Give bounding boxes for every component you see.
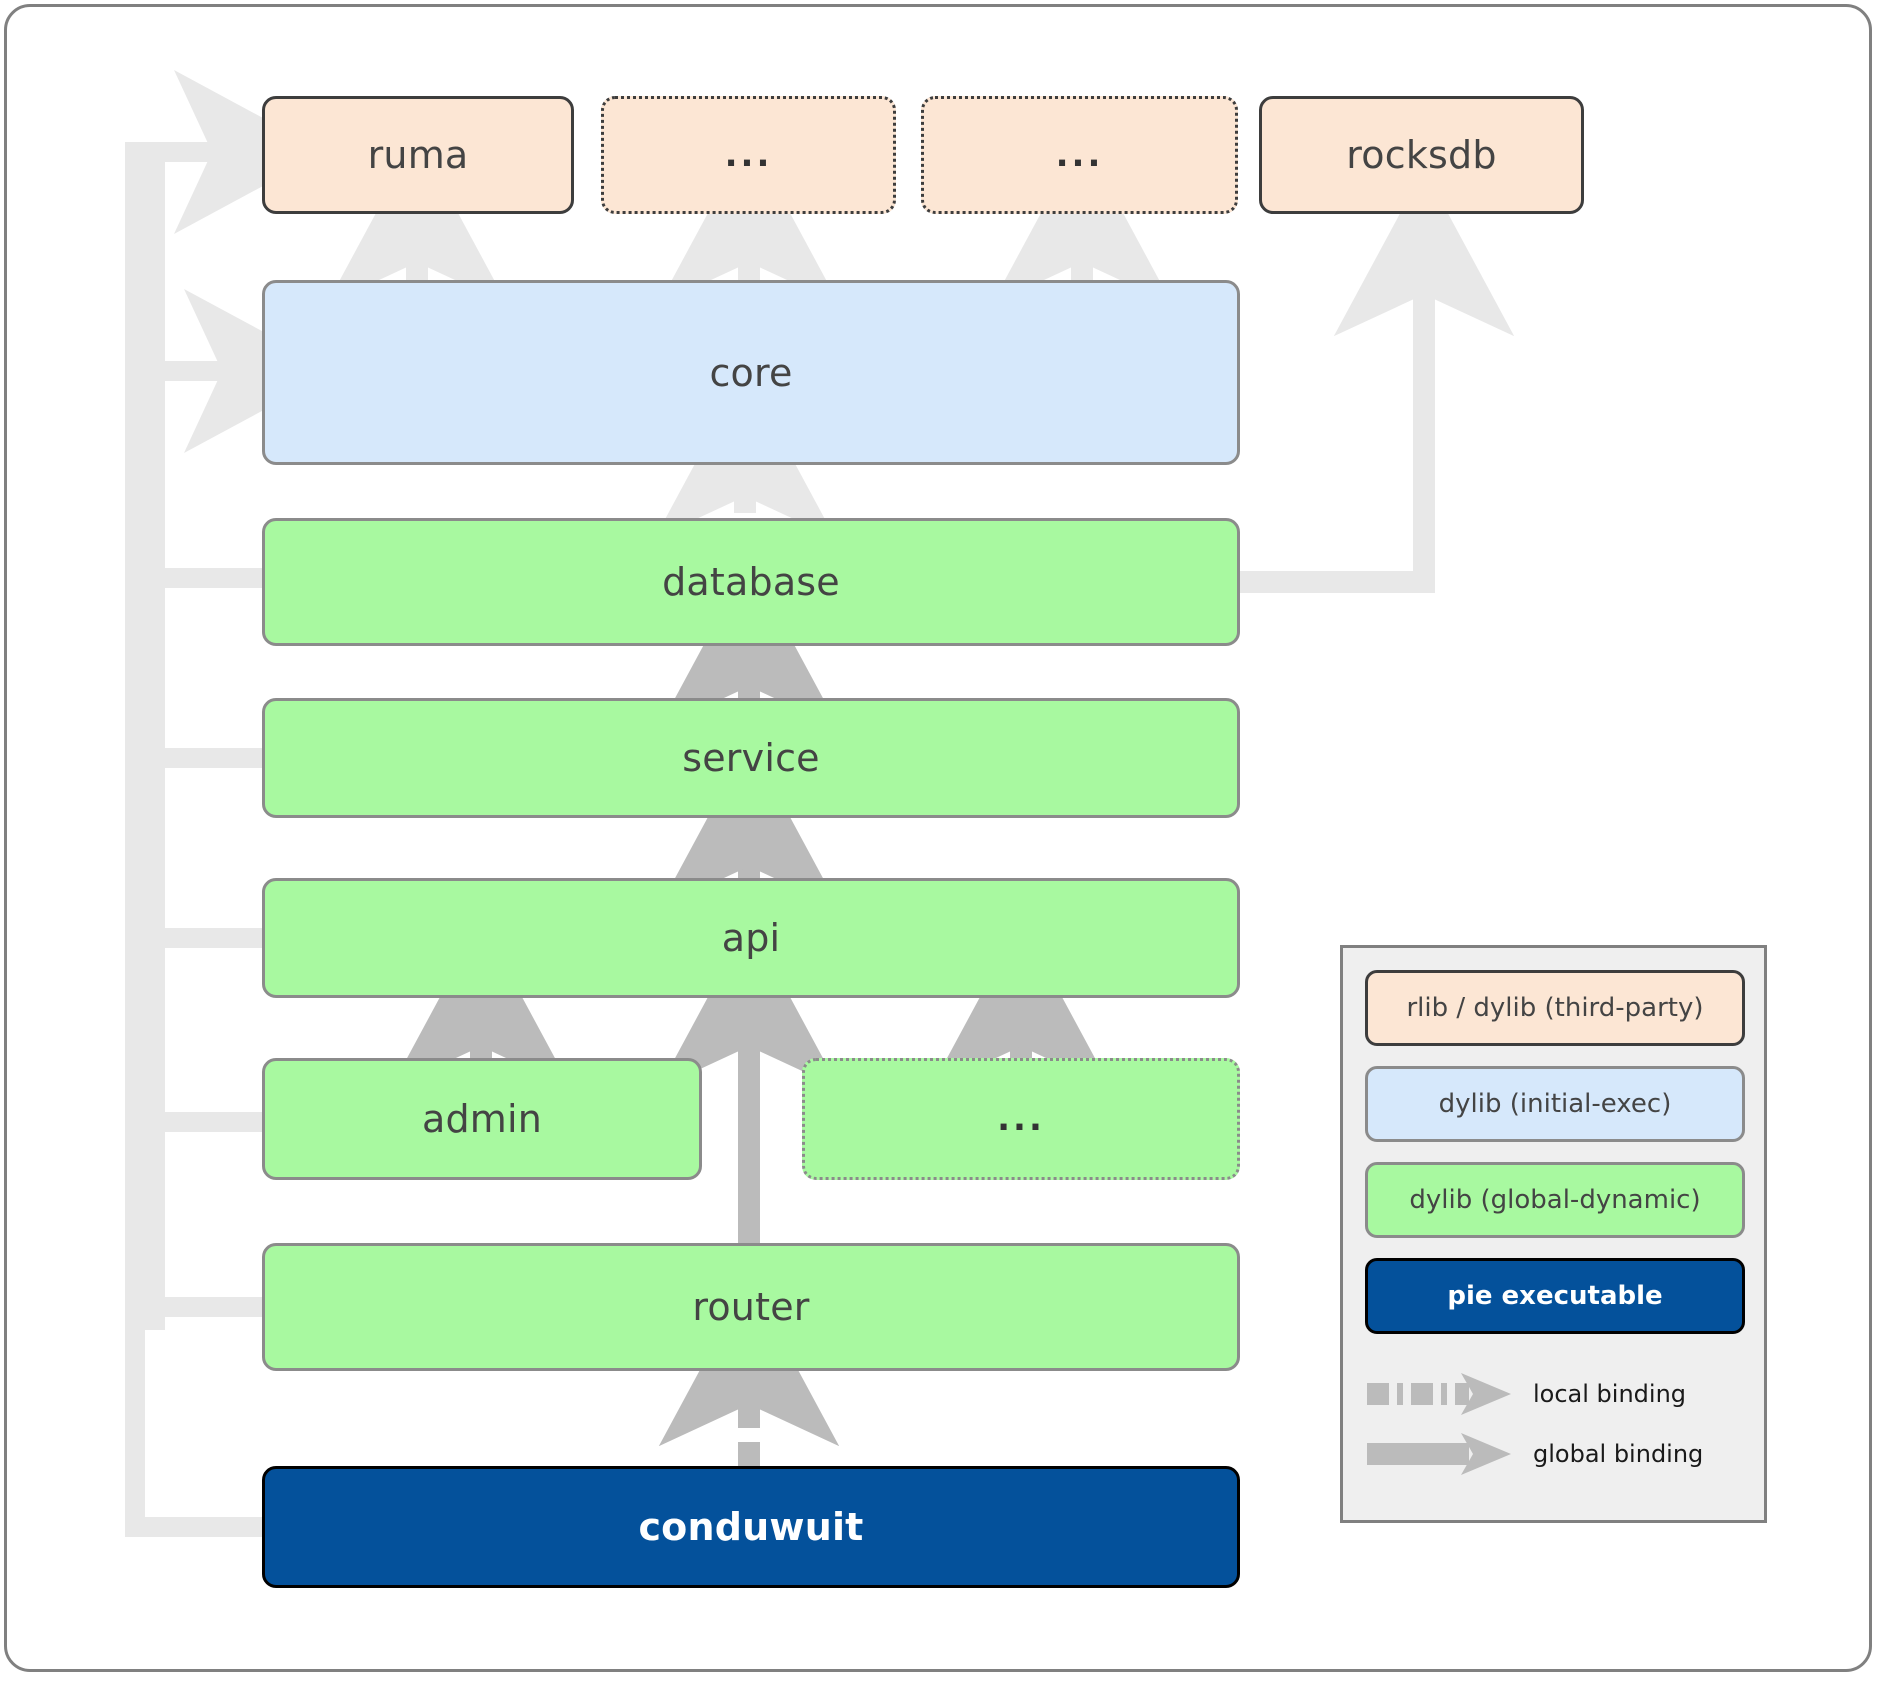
solid-arrow-icon <box>1367 1433 1511 1475</box>
dashed-arrow-icon <box>1367 1373 1511 1415</box>
node-label: api <box>721 916 781 960</box>
node-conduwuit[interactable]: conduwuit <box>262 1466 1240 1588</box>
legend-label: dylib (global-dynamic) <box>1409 1185 1701 1215</box>
node-more-3[interactable]: ... <box>802 1058 1240 1180</box>
node-label: core <box>709 350 793 395</box>
node-label: conduwuit <box>638 1505 864 1549</box>
node-more-2[interactable]: ... <box>921 96 1238 214</box>
node-label: ruma <box>367 133 469 177</box>
node-label: admin <box>421 1097 543 1141</box>
node-label: database <box>662 560 840 604</box>
legend-item-global-dynamic: dylib (global-dynamic) <box>1365 1162 1745 1238</box>
legend-item-pie-executable: pie executable <box>1365 1258 1745 1334</box>
legend-item-initial-exec: dylib (initial-exec) <box>1365 1066 1745 1142</box>
node-core[interactable]: core <box>262 280 1240 465</box>
legend-binding-label: local binding <box>1533 1380 1687 1408</box>
node-label: ... <box>724 135 773 175</box>
legend-label: dylib (initial-exec) <box>1438 1089 1672 1119</box>
node-rocksdb[interactable]: rocksdb <box>1259 96 1584 214</box>
legend-binding-global: global binding <box>1365 1426 1750 1482</box>
node-label: service <box>682 736 820 780</box>
node-label: rocksdb <box>1346 133 1497 177</box>
node-api[interactable]: api <box>262 878 1240 998</box>
legend-panel: rlib / dylib (third-party) dylib (initia… <box>1340 945 1767 1523</box>
legend-item-third-party: rlib / dylib (third-party) <box>1365 970 1745 1046</box>
node-label: router <box>692 1285 810 1329</box>
legend-label: rlib / dylib (third-party) <box>1406 993 1704 1023</box>
node-admin[interactable]: admin <box>262 1058 702 1180</box>
node-label: ... <box>997 1099 1045 1139</box>
node-service[interactable]: service <box>262 698 1240 818</box>
legend-label: pie executable <box>1447 1281 1663 1311</box>
node-router[interactable]: router <box>262 1243 1240 1371</box>
legend-binding-local: local binding <box>1365 1366 1750 1422</box>
node-label: ... <box>1055 135 1104 175</box>
diagram-frame <box>4 4 1872 1672</box>
node-ruma[interactable]: ruma <box>262 96 574 214</box>
node-more-1[interactable]: ... <box>601 96 896 214</box>
node-database[interactable]: database <box>262 518 1240 646</box>
legend-binding-label: global binding <box>1533 1440 1704 1468</box>
